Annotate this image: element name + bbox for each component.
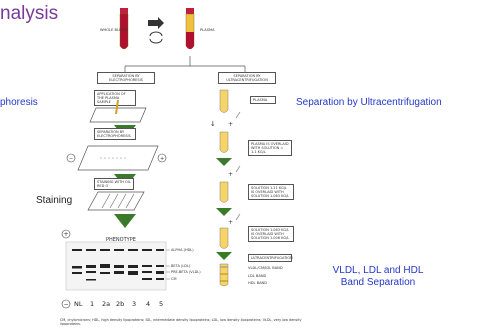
gel-label-alpha: ALPHA (HDL) xyxy=(171,248,194,252)
gel-plus-sign: + xyxy=(64,231,69,238)
svg-text:−: − xyxy=(69,156,73,162)
lane-label: 5 xyxy=(159,300,163,308)
label-band-separation: VLDL, LDL and HDL Band Separation xyxy=(318,265,438,289)
step-application: APPLICATION OF THE PLASMA SAMPLE xyxy=(94,90,136,106)
band-label-vldl: VLDL/CM/IDL BAND xyxy=(248,266,283,270)
label-staining: Staining xyxy=(36,195,73,206)
tube-icon xyxy=(219,89,229,113)
gel-label-cm: CM xyxy=(171,277,176,281)
lane-label: 3 xyxy=(132,300,136,308)
final-tube-icon xyxy=(219,263,229,287)
step-staining: STAINING WITH OIL RED O xyxy=(94,178,134,190)
svg-text:↓: ↓ xyxy=(210,120,216,128)
ultra-step-overlay-1: PLASMA IS OVERLAID WITH SOLUTION = 1.1 k… xyxy=(248,140,292,156)
gel-label-beta: BETA (LDL) xyxy=(171,264,191,268)
ultra-tubes-column: ↓ + + + xyxy=(210,89,241,287)
whole-blood-label: WHOLE BLOOD xyxy=(100,28,128,32)
step-electrophoresis: SEPARATION BY ELECTROPHORESIS xyxy=(94,128,136,140)
gel-label-prebeta: PRE-BETA (VLDL) xyxy=(171,270,201,274)
down-arrow-icon-3 xyxy=(114,214,136,228)
ultra-step-overlay-2: SOLUTION 1.21 kg/l IS OVERLAID WITH SOLU… xyxy=(248,184,294,200)
down-arrow-icon-r3 xyxy=(216,252,232,260)
svg-text:+: + xyxy=(228,121,233,128)
down-arrow-icon-r2 xyxy=(216,208,232,216)
rotate-icon xyxy=(149,31,163,44)
gel-bands xyxy=(72,249,164,281)
plasma-label: PLASMA xyxy=(200,28,215,32)
tube-icon xyxy=(219,131,229,153)
band-label-ldl: LDL BAND xyxy=(248,274,267,278)
svg-text:+: + xyxy=(228,171,233,178)
lane-label: 2b xyxy=(116,300,124,308)
lane-label: 2a xyxy=(102,300,110,308)
label-electrophoresis: phoresis xyxy=(0,97,38,108)
lane-label: 1 xyxy=(90,300,94,308)
down-arrow-icon-r1 xyxy=(216,158,232,166)
ultra-step-plasma: PLASMA xyxy=(250,96,276,104)
lane-label: NL xyxy=(74,300,83,308)
gel-phenotype-label: PHENOTYPE xyxy=(106,237,136,243)
staining-plate xyxy=(87,191,145,211)
arrow-right-icon xyxy=(148,17,164,29)
ultra-step-overlay-3: SOLUTION 1.063 kg/l IS OVERLAID WITH SOL… xyxy=(248,226,294,242)
header-electrophoresis: SEPARATION BY ELECTROPHORESIS xyxy=(97,72,155,84)
svg-text:+: + xyxy=(160,156,164,162)
page-title: nalysis xyxy=(0,3,59,24)
application-plate xyxy=(89,100,147,123)
tube-icon xyxy=(219,181,229,203)
tube-icon xyxy=(219,227,229,249)
label-band-separation-1: VLDL, LDL and HDL xyxy=(332,265,424,276)
whole-blood-tube xyxy=(119,8,129,50)
label-band-separation-2: Band Separation xyxy=(340,277,416,288)
gel-minus-sign: − xyxy=(64,301,69,308)
electrophoresis-plate: − + xyxy=(66,145,167,171)
gel-phenotype-chart: + ALPHA (HDL) BETA (LDL) PRE-BETA (VLDL)… xyxy=(61,229,201,309)
label-ultracentrifugation: Separation by Ultracentrifugation xyxy=(296,97,442,108)
lane-label: 4 xyxy=(146,300,150,308)
footnote: CM, chylomicrons; HDL, high density lipo… xyxy=(60,318,302,326)
header-ultracentrifugation: SEPARATION BY ULTRACENTRIFUGATION xyxy=(218,72,276,84)
top-tubes xyxy=(119,8,195,50)
ultra-step-ultracentrifugation: ULTRACENTRIFUGATION xyxy=(248,254,293,262)
svg-text:+: + xyxy=(228,219,233,226)
band-label-hdl: HDL BAND xyxy=(248,281,267,285)
plasma-tube xyxy=(185,8,195,50)
